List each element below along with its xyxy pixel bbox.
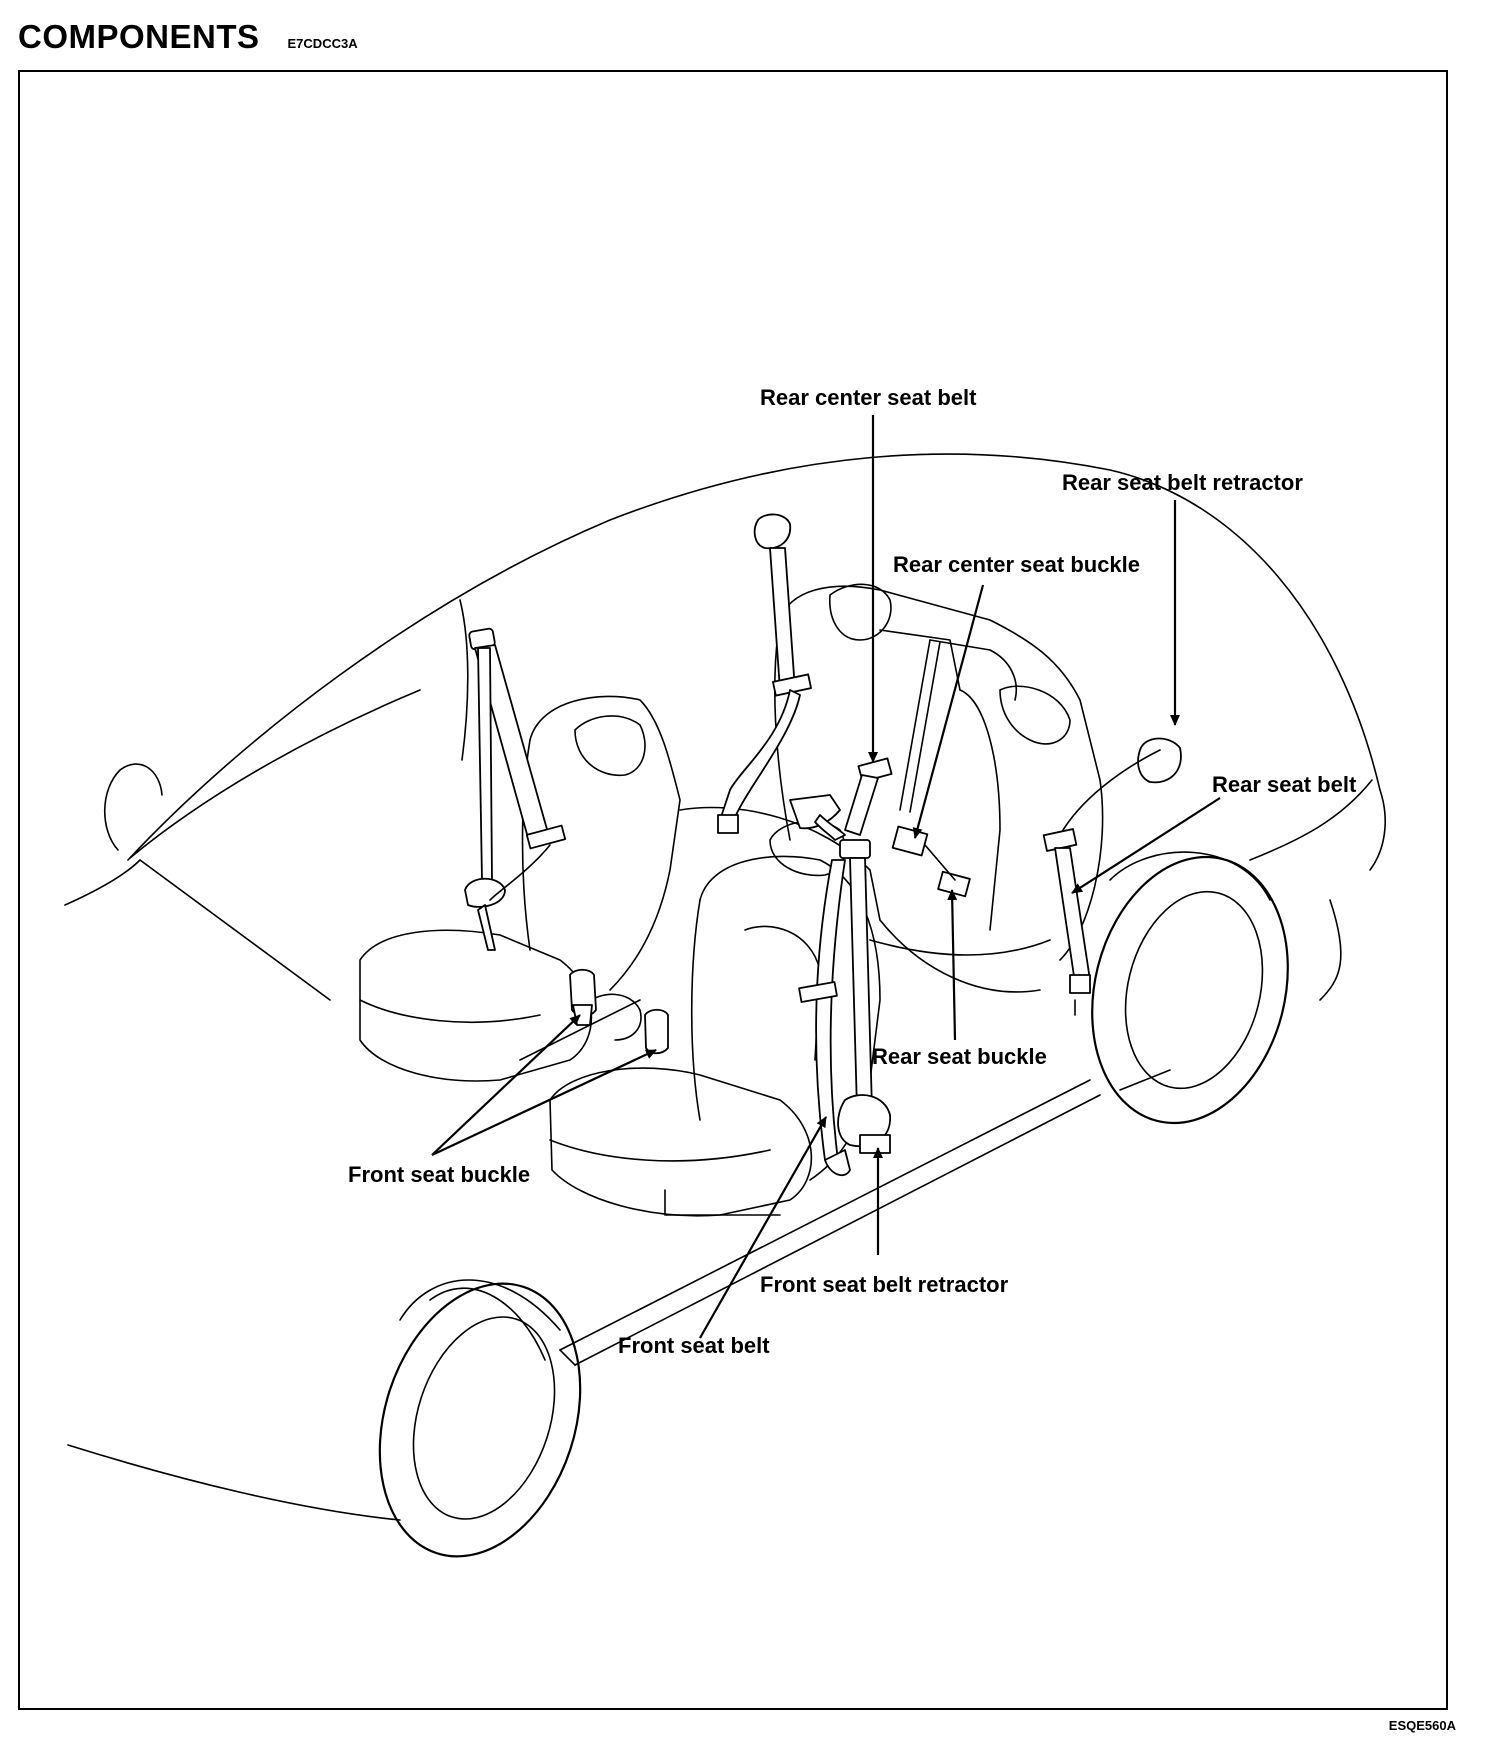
label-front-seat-belt: Front seat belt — [618, 1333, 770, 1358]
label-rear-seat-belt: Rear seat belt — [1212, 772, 1357, 797]
rear-center-belt — [789, 757, 893, 841]
car-body-outline — [64, 453, 1386, 1521]
left-front-belt — [464, 627, 567, 951]
figure-code: ESQE560A — [1388, 1718, 1456, 1733]
page-title: COMPONENTS — [18, 18, 260, 55]
label-front-seat-buckle: Front seat buckle — [348, 1162, 530, 1187]
callout-leaders — [431, 415, 1221, 1339]
rear-right-belt — [1042, 737, 1182, 1016]
label-front-seat-belt-retractor: Front seat belt retractor — [760, 1272, 1009, 1297]
label-rear-center-seat-buckle: Rear center seat buckle — [893, 552, 1140, 577]
label-rear-seat-buckle: Rear seat buckle — [872, 1044, 1047, 1069]
rear-left-belt — [717, 513, 812, 834]
label-rear-center-seat-belt: Rear center seat belt — [760, 385, 977, 410]
page-heading: COMPONENTS E7CDCC3A — [18, 18, 358, 56]
front-wheel — [378, 1279, 582, 1558]
rear-wheel — [1091, 851, 1289, 1125]
front-right-belt — [798, 839, 891, 1177]
front-right-buckle — [644, 1008, 669, 1055]
front-left-seat — [359, 695, 681, 1082]
label-rear-seat-belt-retractor: Rear seat belt retractor — [1062, 470, 1303, 495]
front-left-buckle — [569, 968, 597, 1026]
section-code: E7CDCC3A — [287, 36, 358, 51]
diagram-frame — [18, 70, 1448, 1710]
